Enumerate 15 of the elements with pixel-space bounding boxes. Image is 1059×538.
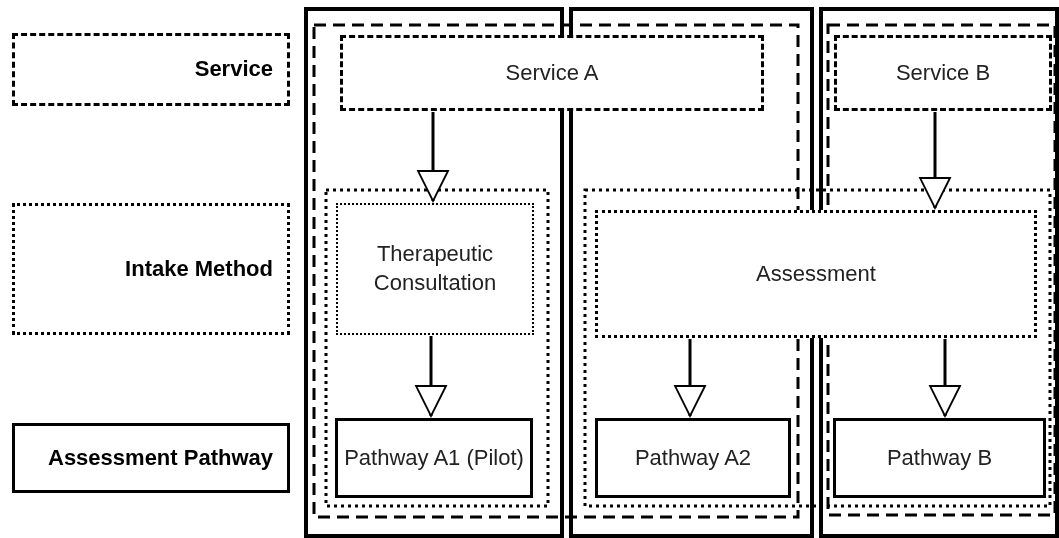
intake-method-box: Assessment [595, 210, 1037, 338]
service-box: Service A [340, 35, 764, 111]
arrow [674, 339, 706, 417]
intake-method-box: Therapeutic Consultation [336, 203, 534, 335]
legend-dashed-box: Service [12, 33, 290, 106]
pathway-box: Pathway A1 (Pilot) [335, 418, 533, 498]
arrow [415, 336, 447, 417]
pathway-box: Pathway A2 [595, 418, 791, 498]
arrow [417, 112, 449, 202]
arrow [929, 339, 961, 417]
legend-dotted-box: Intake Method [12, 203, 290, 335]
legend-solid-box: Assessment Pathway [12, 423, 290, 493]
arrow [919, 112, 951, 209]
service-box: Service B [834, 35, 1052, 111]
pathway-box: Pathway B [833, 418, 1046, 498]
